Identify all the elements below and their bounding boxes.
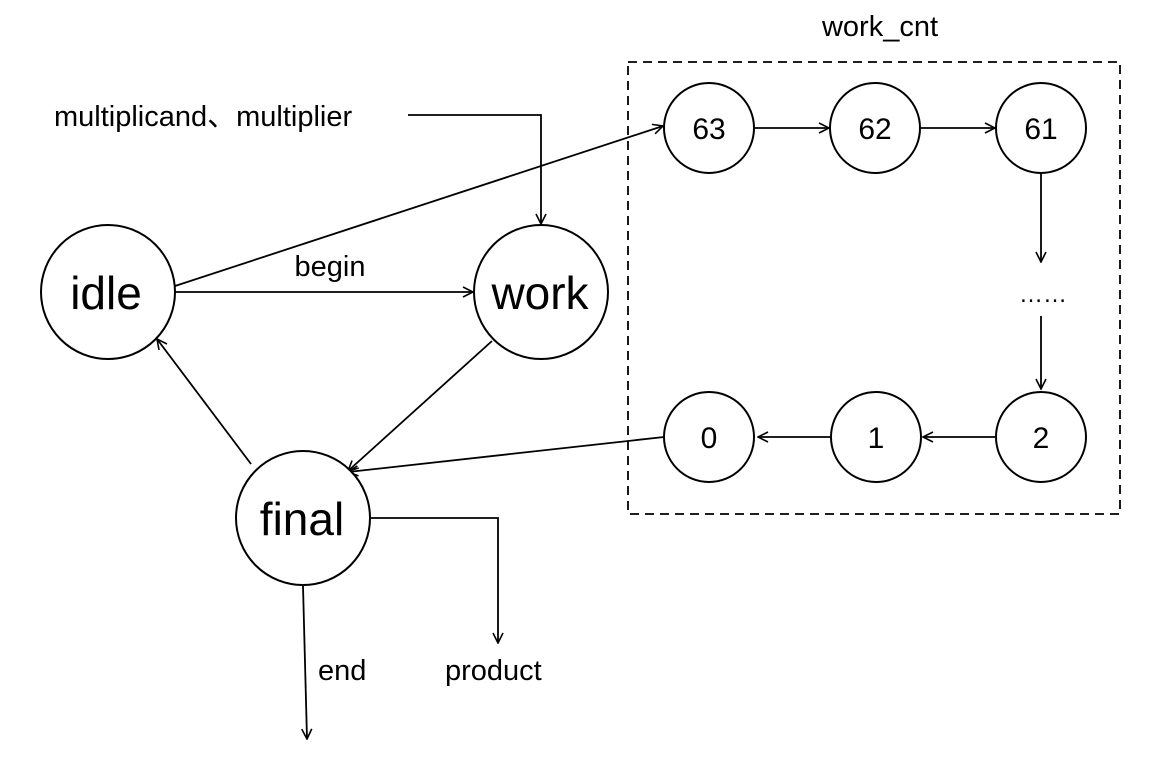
inputs-label: multiplicand、multiplier: [54, 101, 352, 133]
edge-inputs-to-work: [408, 114, 541, 224]
counter-node-63: 63: [663, 82, 755, 174]
counter-61-label: 61: [1024, 113, 1057, 146]
counter-node-1: 1: [830, 391, 922, 483]
counter-0-label: 0: [701, 422, 718, 455]
work-cnt-title: work_cnt: [821, 11, 938, 43]
work-cnt-region: [627, 61, 1121, 515]
state-final: final: [235, 450, 371, 586]
counter-62-label: 62: [858, 113, 891, 146]
counter-node-2: 2: [995, 391, 1087, 483]
counter-node-61: 61: [995, 82, 1087, 174]
counter-63-label: 63: [692, 113, 725, 146]
counter-2-label: 2: [1033, 422, 1050, 455]
state-final-label: final: [260, 493, 344, 545]
state-idle: idle: [40, 224, 176, 360]
product-label: product: [445, 655, 542, 687]
edge-final-to-product: [370, 517, 498, 643]
end-label: end: [318, 655, 366, 687]
counter-ellipsis: ……: [1019, 281, 1067, 308]
begin-label: begin: [295, 251, 366, 283]
edge-final-to-idle: [157, 339, 252, 465]
edge-work-to-final: [348, 340, 493, 471]
counter-1-label: 1: [868, 422, 885, 455]
counter-node-0: 0: [663, 391, 755, 483]
edge-idle-to-63: [174, 126, 663, 287]
state-work-label: work: [490, 267, 589, 319]
edge-0-to-final: [348, 436, 665, 472]
state-idle-label: idle: [70, 267, 142, 319]
counter-node-62: 62: [829, 82, 921, 174]
state-work: work: [473, 224, 609, 360]
edge-final-to-end: [303, 585, 307, 739]
